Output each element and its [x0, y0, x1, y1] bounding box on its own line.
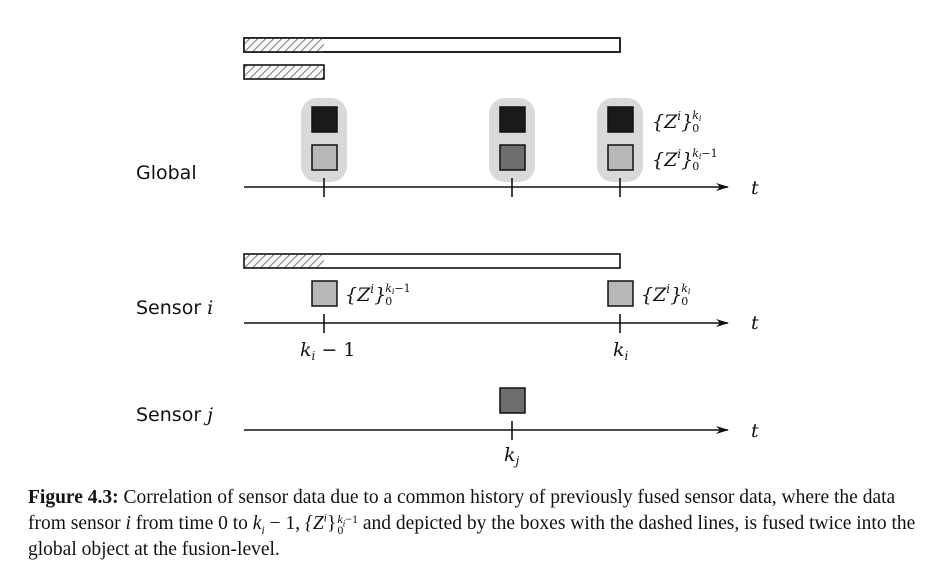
sensor-i-axis-label-t: t: [751, 312, 759, 334]
global-history-bars: [243, 37, 621, 80]
set-label-global-ki-minus-1: {Zi}0ki−1: [652, 147, 718, 173]
caption-var-i: i: [125, 513, 131, 534]
caption-set-base: {Z: [305, 513, 324, 534]
global-history-long-bar-hatch: [244, 38, 324, 52]
sensor-i-measurement-box-2: [607, 280, 634, 307]
caption-set-upper: k: [337, 511, 343, 526]
sensor-i-data-box: [607, 144, 634, 171]
caption-set-close: }: [327, 513, 337, 534]
set-label-sensor-i-ki: {Zi}0ki: [641, 282, 691, 308]
caption-minus: − 1,: [264, 513, 301, 534]
global-state-box: [311, 106, 338, 133]
caption-text-2: from time 0 to: [135, 513, 248, 534]
caption-var-k-sub: i: [261, 522, 265, 537]
caption-text-1: Correlation of sensor data due to a comm…: [28, 487, 896, 534]
set-label-sensor-i-ki-minus-1: {Zi}0ki−1: [345, 282, 411, 308]
caption-var-k: k: [252, 513, 262, 534]
global-history-short-bar: [243, 64, 325, 80]
tick-label-kj: kj: [504, 444, 520, 468]
global-state-box: [499, 106, 526, 133]
global-fusion-group-2: [489, 98, 535, 182]
caption-text-3: and depicted by the boxes with the dashe…: [28, 513, 916, 560]
figure-caption: Figure 4.3: Correlation of sensor data d…: [28, 485, 918, 563]
caption-set-lower: 0: [337, 522, 344, 537]
figure-diagram: {Zi}0ki {Zi}0ki−1 Global t {Zi}0ki−1 {Zi…: [136, 37, 759, 468]
caption-set-upper-sub: i: [342, 517, 346, 528]
sensor-i-data-box: [311, 144, 338, 171]
tick-label-ki-minus-1: ki − 1: [300, 339, 355, 363]
sensor-i-measurement-box-1: [311, 280, 338, 307]
caption-set-upper-rest: −1: [345, 511, 359, 526]
tick-label-ki: ki: [613, 339, 629, 363]
sensor-j-measurement-box: [499, 387, 526, 414]
set-label-global-ki: {Zi}0ki: [652, 109, 702, 135]
sensor-j-axis-label-t: t: [751, 420, 759, 442]
caption-label: Figure 4.3:: [28, 487, 119, 508]
caption-set-sup: i: [323, 510, 328, 525]
global-fusion-group-1: [301, 98, 347, 182]
row-label-global: Global: [136, 162, 197, 184]
sensor-i-history-bar: [243, 253, 621, 269]
global-axis-label-t: t: [751, 177, 759, 199]
global-state-box: [607, 106, 634, 133]
global-fusion-group-3: [597, 98, 643, 182]
sensor-j-data-box: [499, 144, 526, 171]
